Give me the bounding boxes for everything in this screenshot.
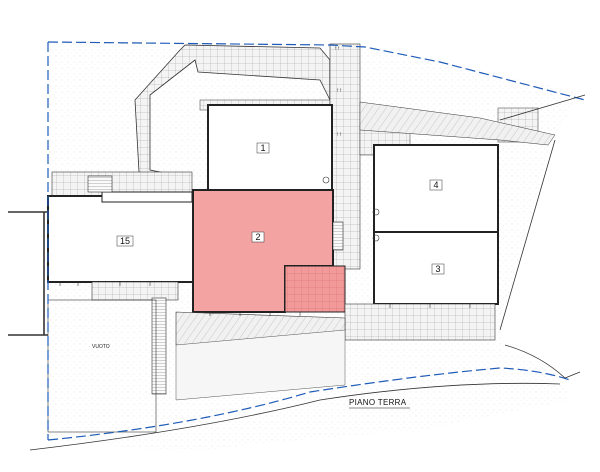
unit-4-label: 4 <box>433 180 438 190</box>
void-label: VUOTO <box>92 344 110 350</box>
svg-text:↑↑: ↑↑ <box>336 88 342 94</box>
driveway <box>175 329 346 401</box>
right-boundary-top <box>499 94 586 121</box>
unit-2-label: 2 <box>255 232 260 242</box>
unit-15-label: 15 <box>120 236 130 246</box>
unit-15-porch <box>91 281 179 301</box>
unit-2-terrace[interactable] <box>284 265 346 313</box>
exterior-stairs-right <box>332 221 344 251</box>
unit-3-patio <box>344 303 496 341</box>
unit-15-annex <box>101 191 193 203</box>
svg-text:↑↑: ↑↑ <box>336 132 342 138</box>
terrace-upper-right <box>359 101 556 146</box>
unit-1[interactable] <box>207 104 333 192</box>
room-labels: 1 2 3 4 15 VUOTO <box>92 142 445 350</box>
property-boundary-bottom <box>47 367 571 441</box>
unit-3-label: 3 <box>435 264 440 274</box>
street-edge-right <box>504 344 581 379</box>
property-boundary <box>47 41 586 101</box>
fixture-marks <box>59 176 471 316</box>
parking-markers: ↑↑ ↑↑ ↑↑ <box>334 46 342 138</box>
right-boundary <box>499 139 556 331</box>
plan-title: PIANO TERRA <box>349 398 407 407</box>
stairs-top-left <box>87 175 113 193</box>
exterior-stairs-left <box>151 297 167 395</box>
unit-1-label: 1 <box>260 143 265 153</box>
street-edge <box>29 382 561 451</box>
svg-text:↑↑: ↑↑ <box>334 46 340 52</box>
